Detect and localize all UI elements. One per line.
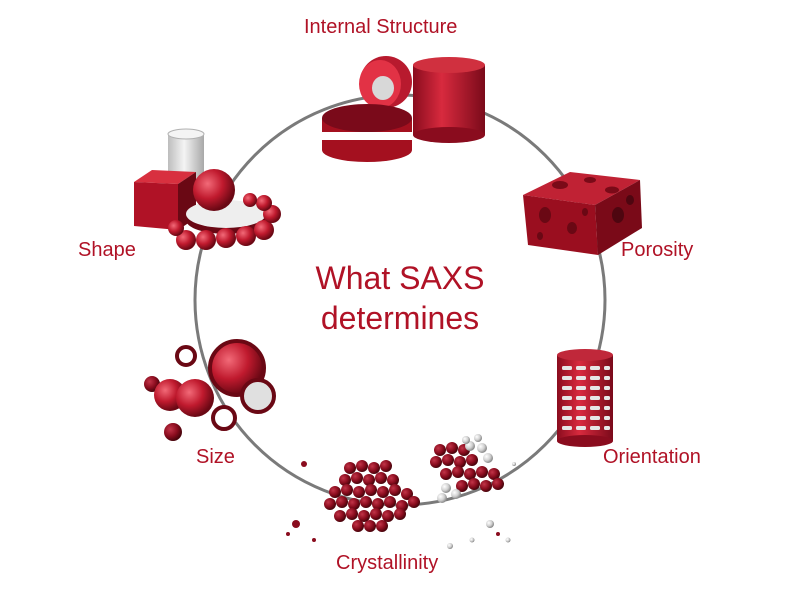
internal-structure-icon — [322, 56, 485, 162]
label-crystallinity: Crystallinity — [336, 552, 439, 574]
crystallinity-icon — [286, 434, 516, 549]
label-shape: Shape — [78, 239, 136, 261]
label-internal-structure: Internal Structure — [304, 16, 458, 38]
center-title-line-1: What SAXS — [315, 260, 485, 296]
label-size: Size — [196, 446, 235, 468]
label-porosity: Porosity — [621, 239, 694, 261]
label-orientation: Orientation — [603, 446, 701, 468]
shape-icon — [134, 128, 281, 250]
porosity-icon — [523, 172, 642, 255]
size-icon — [144, 339, 276, 441]
center-title: What SAXS determines — [250, 258, 550, 338]
center-title-line-2: determines — [320, 300, 480, 336]
orientation-icon — [557, 349, 613, 447]
